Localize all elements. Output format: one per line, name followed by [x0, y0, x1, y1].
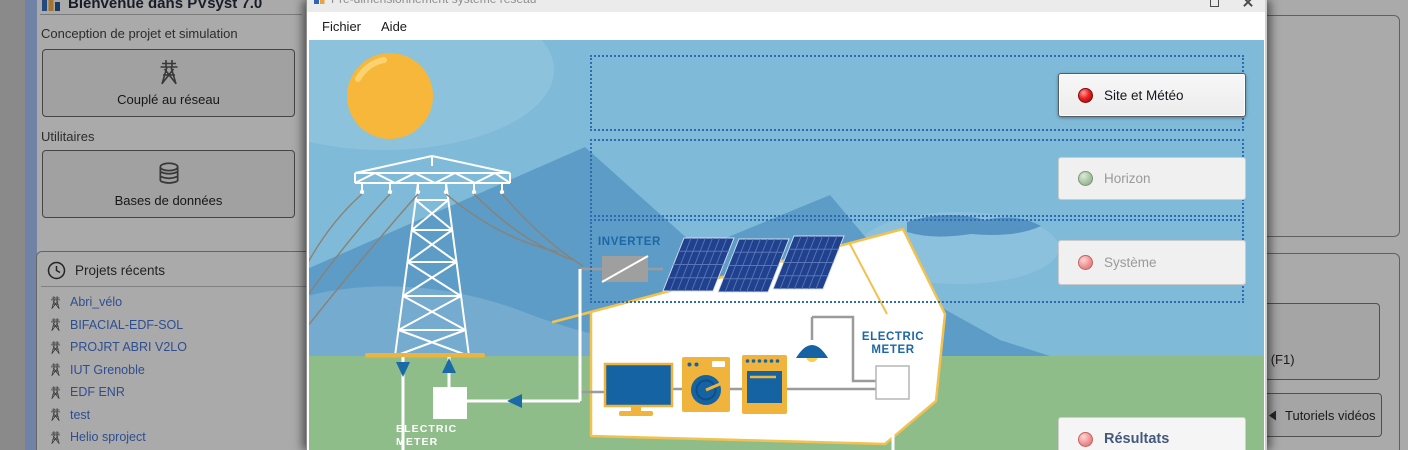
help-button[interactable]: st (F1)	[1250, 303, 1380, 380]
transmission-tower	[354, 155, 511, 357]
recent-projects-header: Projets récents	[37, 252, 315, 286]
dialog-titlebar[interactable]: Pré-dimensionnement système réseau	[307, 0, 1265, 12]
sun	[347, 53, 433, 139]
dialog-menubar: Fichier Aide	[307, 12, 1265, 40]
window-accent-stripe	[25, 0, 37, 450]
site-meteo-button[interactable]: Site et Météo	[1058, 73, 1246, 117]
dialog-title: Pré-dimensionnement système réseau	[331, 0, 536, 6]
dialog-icon	[314, 0, 325, 4]
house-meter-box	[875, 365, 910, 400]
recent-project-item[interactable]: BIFACIAL-EDF-SOL	[37, 314, 315, 337]
red-led-icon	[1078, 87, 1093, 103]
maximize-button[interactable]	[1197, 0, 1231, 12]
welcome-title: Bienvenue dans PVsyst 7.0	[68, 0, 263, 12]
recent-projects-panel: Projets récents Abri_vélo BIFACIAL-EDF-S…	[36, 251, 316, 450]
close-button[interactable]	[1231, 0, 1265, 12]
divider	[40, 14, 302, 15]
house-meter-label: ELECTRIC METER	[861, 331, 925, 356]
pink-led-icon	[1078, 431, 1093, 447]
systeme-button[interactable]: Système	[1058, 240, 1246, 285]
databases-label: Bases de données	[114, 193, 223, 208]
inverter-label: INVERTER	[598, 236, 661, 248]
horizon-button[interactable]: Horizon	[1058, 157, 1246, 200]
welcome-right-panel-top	[1246, 15, 1400, 237]
recent-project-item[interactable]: EDF ENR	[37, 381, 315, 404]
system-illustration	[309, 40, 1264, 450]
stove	[742, 355, 787, 414]
desktop-edge	[0, 0, 25, 450]
green-led-icon	[1078, 171, 1093, 186]
recent-project-item[interactable]: IUT Grenoble	[37, 359, 315, 382]
grid-connected-label: Couplé au réseau	[117, 92, 220, 107]
pendant-lamp	[796, 345, 828, 362]
recent-project-item[interactable]: Helio sproject	[37, 426, 315, 449]
video-tutorials-label: Tutoriels vidéos	[1285, 407, 1376, 423]
recent-projects-title: Projets récents	[75, 263, 166, 278]
divider	[41, 286, 311, 287]
recent-project-item[interactable]: test	[37, 404, 315, 427]
pvsyst-logo-icon	[42, 0, 60, 11]
resultats-button[interactable]: Résultats	[1058, 417, 1246, 450]
section-label-utilities: Utilitaires	[41, 129, 95, 144]
presizing-dialog: Pré-dimensionnement système réseau Fichi…	[306, 0, 1267, 450]
grid-meter-box	[433, 387, 467, 419]
power-lines	[309, 193, 584, 326]
washing-machine	[682, 357, 730, 412]
maximize-icon	[1209, 0, 1219, 7]
menu-aide[interactable]: Aide	[381, 18, 408, 34]
flow-arrows	[396, 358, 522, 408]
close-icon	[1243, 0, 1253, 7]
video-tutorials-button[interactable]: Tutoriels vidéos	[1250, 393, 1382, 437]
recent-project-item[interactable]: Abri_vélo	[37, 291, 315, 314]
grid-meter-label: ELECTRIC METER	[396, 423, 458, 448]
recent-project-item[interactable]: PROJRT ABRI V2LO	[37, 336, 315, 359]
grid-connected-button[interactable]: Couplé au réseau	[42, 49, 295, 117]
section-label-projects: Conception de projet et simulation	[41, 26, 238, 41]
menu-fichier[interactable]: Fichier	[322, 18, 362, 34]
tv	[603, 362, 674, 416]
pink-led-icon	[1078, 255, 1093, 270]
databases-button[interactable]: Bases de données	[42, 150, 295, 218]
clock-icon	[47, 261, 66, 280]
welcome-header: Bienvenue dans PVsyst 7.0	[41, 0, 262, 15]
tower-ground-line	[365, 353, 485, 358]
